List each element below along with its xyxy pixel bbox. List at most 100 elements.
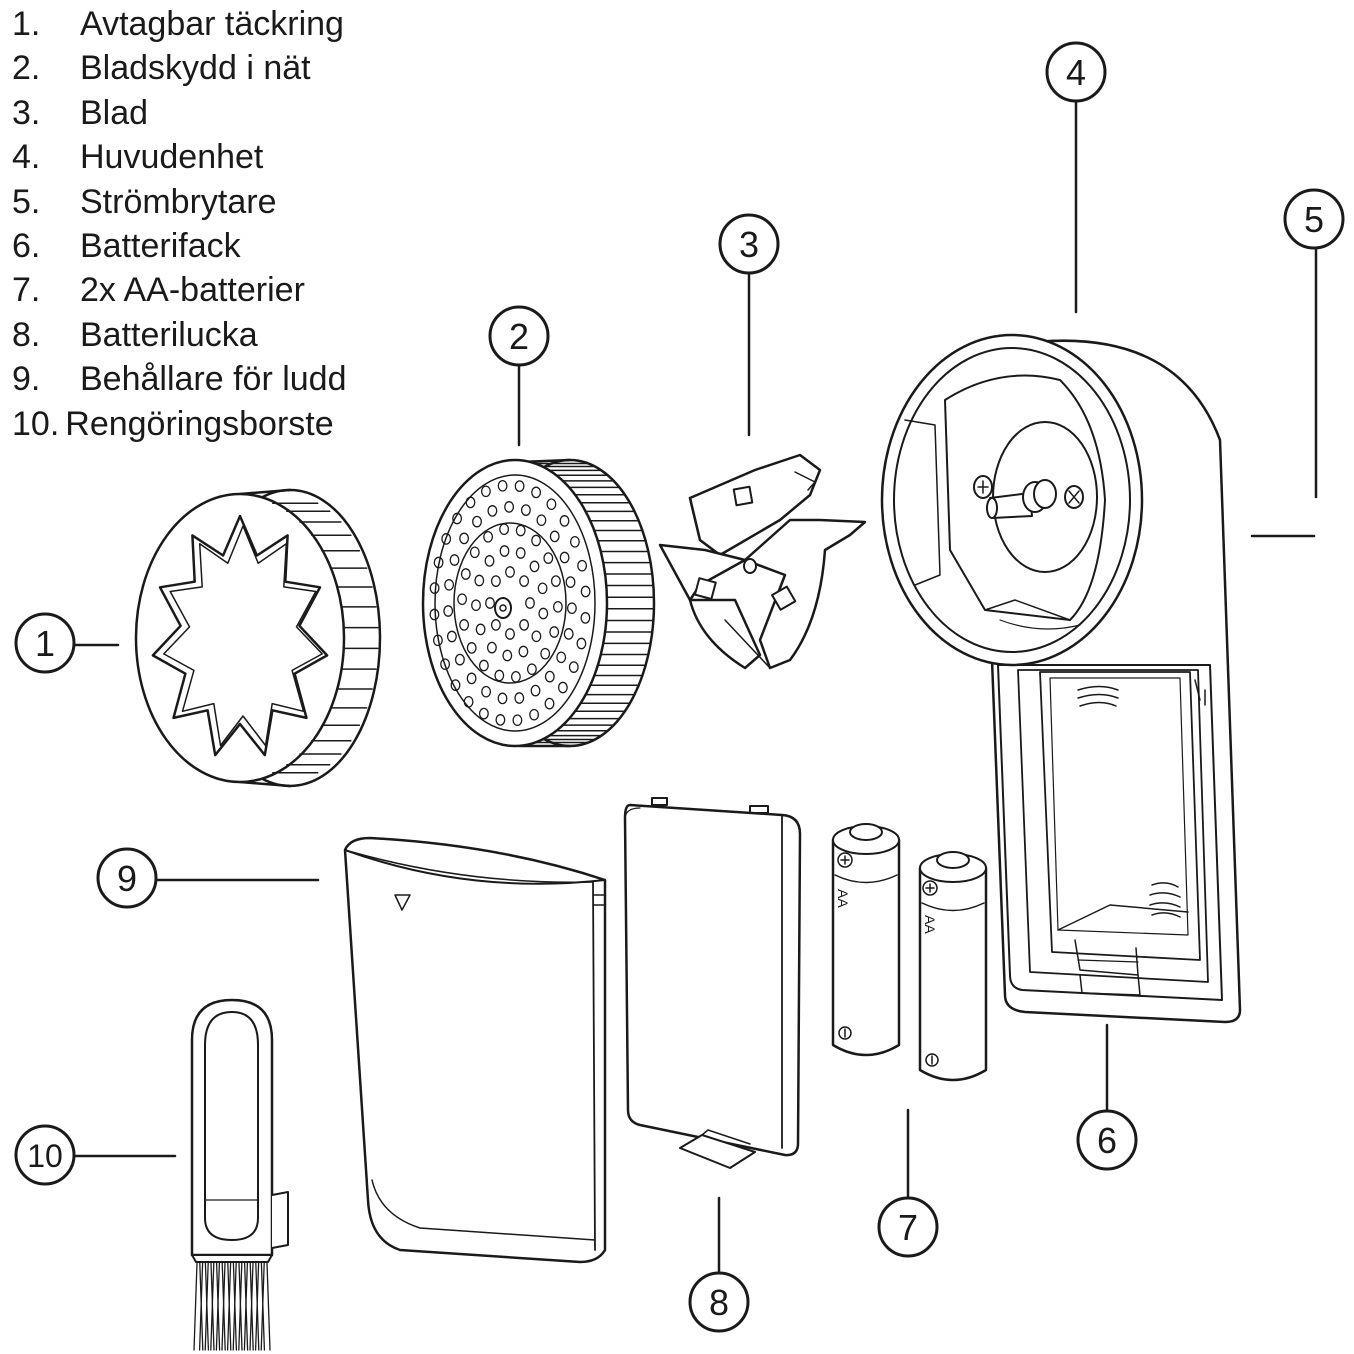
legend-label: Blad xyxy=(80,93,149,132)
bristle xyxy=(238,1262,243,1351)
mesh-hole xyxy=(499,545,510,557)
legend-label: Behållare för ludd xyxy=(80,360,347,399)
mesh-hole xyxy=(552,600,563,613)
mesh-hole xyxy=(484,555,495,567)
legend-number: 5. xyxy=(12,182,41,221)
mesh-hole xyxy=(577,559,588,572)
mesh-hole xyxy=(563,628,574,640)
cover-ring-star-inner xyxy=(163,525,323,747)
mesh-hole xyxy=(490,575,501,587)
legend-number: 10. xyxy=(12,404,60,443)
mesh-hole xyxy=(514,480,525,492)
callout-1: 1 xyxy=(14,612,76,674)
callout-number: 10 xyxy=(27,1138,63,1174)
mesh-hole xyxy=(466,642,477,654)
legend-label: Batterilucka xyxy=(80,315,258,354)
mesh-guard-ridges xyxy=(534,462,655,744)
mesh-hole xyxy=(576,637,587,650)
callout-3: 3 xyxy=(718,213,780,275)
mesh-hole xyxy=(515,547,526,559)
legend-label: Batterifack xyxy=(80,226,241,265)
callout-10: 10 xyxy=(14,1124,76,1186)
mesh-hole xyxy=(472,515,482,528)
mesh-hole xyxy=(478,659,489,672)
callout-number: 4 xyxy=(1066,52,1086,93)
mesh-hole xyxy=(566,602,577,615)
legend-number: 4. xyxy=(12,138,41,177)
mesh-hole xyxy=(494,669,505,682)
legend-label: 2x AA-batterier xyxy=(80,271,305,310)
bristle xyxy=(226,1262,232,1351)
mesh-hole xyxy=(440,658,451,671)
legend-label: Avtagbar täckring xyxy=(80,5,344,43)
callout-number: 6 xyxy=(1097,1120,1117,1161)
mesh-hole xyxy=(544,670,555,683)
mesh-hole xyxy=(531,486,542,499)
callout-number: 8 xyxy=(709,1282,729,1323)
mesh-hole xyxy=(538,607,549,620)
callout-6: 6 xyxy=(1076,1109,1138,1171)
callout-number: 2 xyxy=(509,316,529,357)
bristle xyxy=(215,1262,221,1351)
mesh-hole xyxy=(444,578,455,591)
mesh-hole xyxy=(514,692,525,704)
bristle xyxy=(266,1262,271,1351)
mesh-hole xyxy=(531,534,542,547)
aa-battery-left: AA xyxy=(831,823,901,1057)
legend-number: 9. xyxy=(12,360,41,399)
mesh-hole xyxy=(531,630,542,643)
mesh-hole xyxy=(490,619,501,631)
mesh-hole xyxy=(512,714,523,727)
legend-number: 1. xyxy=(12,5,41,43)
mesh-hole xyxy=(580,612,591,624)
mesh-hole xyxy=(457,593,468,606)
mesh-guard-holes xyxy=(429,479,591,727)
mesh-hole xyxy=(497,479,508,492)
bristle xyxy=(204,1262,209,1351)
mesh-hole xyxy=(559,551,570,564)
mesh-hole xyxy=(480,485,491,498)
mesh-hole xyxy=(502,649,513,662)
legend-number: 8. xyxy=(12,315,41,354)
mesh-hole xyxy=(557,681,568,694)
lint-container-part xyxy=(343,836,607,1264)
legend-number: 2. xyxy=(12,49,41,88)
mesh-hole xyxy=(486,641,497,654)
mesh-hole xyxy=(466,672,477,685)
mesh-hole xyxy=(580,585,591,598)
cleaning-brush-part xyxy=(190,998,289,1351)
mesh-hole xyxy=(441,533,452,545)
legend-item: 10.Rengöringsborste xyxy=(12,402,347,446)
callout-number: 1 xyxy=(35,623,55,664)
mesh-hole xyxy=(504,501,515,513)
mesh-hole xyxy=(460,568,471,580)
legend-item: 4.Huvudenhet xyxy=(12,135,347,179)
mesh-hole xyxy=(495,714,506,726)
legend-number: 6. xyxy=(12,226,41,265)
parts-legend: 1.Avtagbar täckring 2.Bladskydd i nät 3.… xyxy=(12,2,347,446)
callout-4: 4 xyxy=(1045,41,1107,103)
mesh-hole xyxy=(565,576,576,588)
mesh-hole xyxy=(530,684,541,697)
bristle xyxy=(210,1262,215,1351)
mesh-hole xyxy=(471,599,481,612)
legend-item: 5. Strömbrytare xyxy=(12,180,347,224)
aa-battery-right: AA xyxy=(918,851,988,1082)
mesh-hole xyxy=(519,575,530,587)
bristle xyxy=(243,1262,249,1351)
cover-ring-ridges xyxy=(272,502,379,774)
mesh-hole xyxy=(543,552,554,564)
mesh-hole xyxy=(515,524,526,537)
mesh-hole xyxy=(497,692,508,705)
mesh-hole xyxy=(483,530,494,543)
battery-cover-part xyxy=(623,797,802,1169)
mesh-hole xyxy=(559,515,570,527)
bristle xyxy=(221,1262,226,1351)
mesh-hole xyxy=(537,582,548,595)
legend-label: Strömbrytare xyxy=(80,182,277,221)
mesh-hole xyxy=(556,651,567,664)
main-unit-part xyxy=(880,333,1316,1024)
mesh-hole xyxy=(519,619,530,631)
legend-item: 2.Bladskydd i nät xyxy=(12,46,347,90)
